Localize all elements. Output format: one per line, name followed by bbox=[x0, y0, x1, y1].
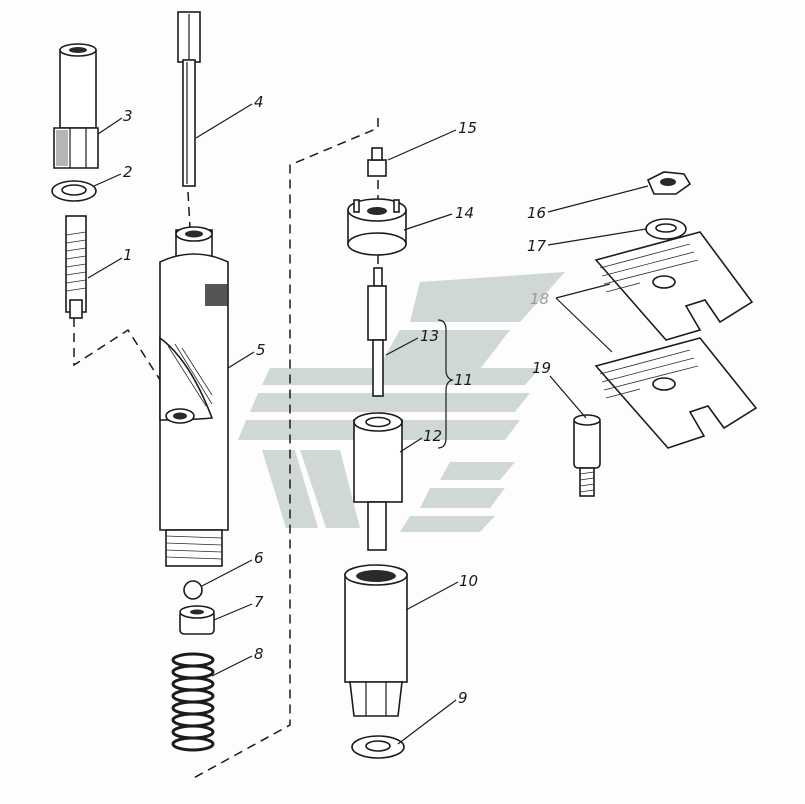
part-19-stud bbox=[573, 414, 601, 497]
label-part-14: 14 bbox=[455, 204, 474, 222]
part-labels: 1 2 3 4 5 6 7 8 9 10 11 12 13 14 15 16 1… bbox=[123, 93, 551, 707]
label-part-8: 8 bbox=[254, 645, 264, 663]
label-part-7: 7 bbox=[254, 593, 264, 611]
part-18-clamp-plate-upper bbox=[594, 231, 754, 341]
part-1-threaded-stud bbox=[65, 215, 87, 319]
axis-line-center bbox=[189, 118, 379, 781]
part-8-spring bbox=[171, 652, 215, 752]
part-17-washer bbox=[645, 218, 687, 240]
label-part-19: 19 bbox=[532, 359, 551, 377]
label-part-9: 9 bbox=[458, 689, 468, 707]
label-part-10: 10 bbox=[459, 572, 478, 590]
label-part-3: 3 bbox=[123, 107, 133, 125]
watermark-logo bbox=[238, 272, 565, 532]
label-part-5: 5 bbox=[256, 341, 266, 359]
label-part-18: 18 bbox=[530, 290, 549, 308]
part-15-fitting bbox=[367, 147, 387, 177]
axis-line-4-5 bbox=[187, 191, 191, 229]
label-part-12: 12 bbox=[423, 427, 442, 445]
part-7-spring-seat bbox=[179, 605, 215, 635]
part-10-nozzle-nut bbox=[344, 564, 408, 717]
label-part-1: 1 bbox=[123, 246, 133, 264]
part-16-hex-nut bbox=[646, 171, 692, 195]
part-12-nozzle-body bbox=[353, 412, 403, 551]
label-part-15: 15 bbox=[458, 119, 477, 137]
part-9-washer bbox=[351, 735, 405, 759]
label-part-16: 16 bbox=[527, 204, 546, 222]
part-14-spacer bbox=[347, 198, 407, 256]
part-3-union-nut bbox=[53, 43, 99, 169]
part-13-needle bbox=[367, 267, 387, 397]
label-part-13: 13 bbox=[420, 327, 439, 345]
label-part-6: 6 bbox=[254, 549, 264, 567]
part-2-washer bbox=[51, 180, 97, 202]
part-18-clamp-plate-lower bbox=[594, 337, 758, 449]
part-4-push-rod bbox=[177, 11, 201, 187]
leader-lines bbox=[87, 103, 649, 745]
label-part-11: 11 bbox=[454, 371, 473, 389]
brace-11 bbox=[437, 319, 454, 449]
label-part-17: 17 bbox=[527, 237, 547, 255]
label-part-2: 2 bbox=[123, 163, 133, 181]
label-part-4: 4 bbox=[254, 93, 264, 111]
axis-line-left bbox=[73, 318, 179, 409]
part-6-ball bbox=[183, 580, 203, 600]
part-5-injector-body bbox=[159, 226, 229, 567]
